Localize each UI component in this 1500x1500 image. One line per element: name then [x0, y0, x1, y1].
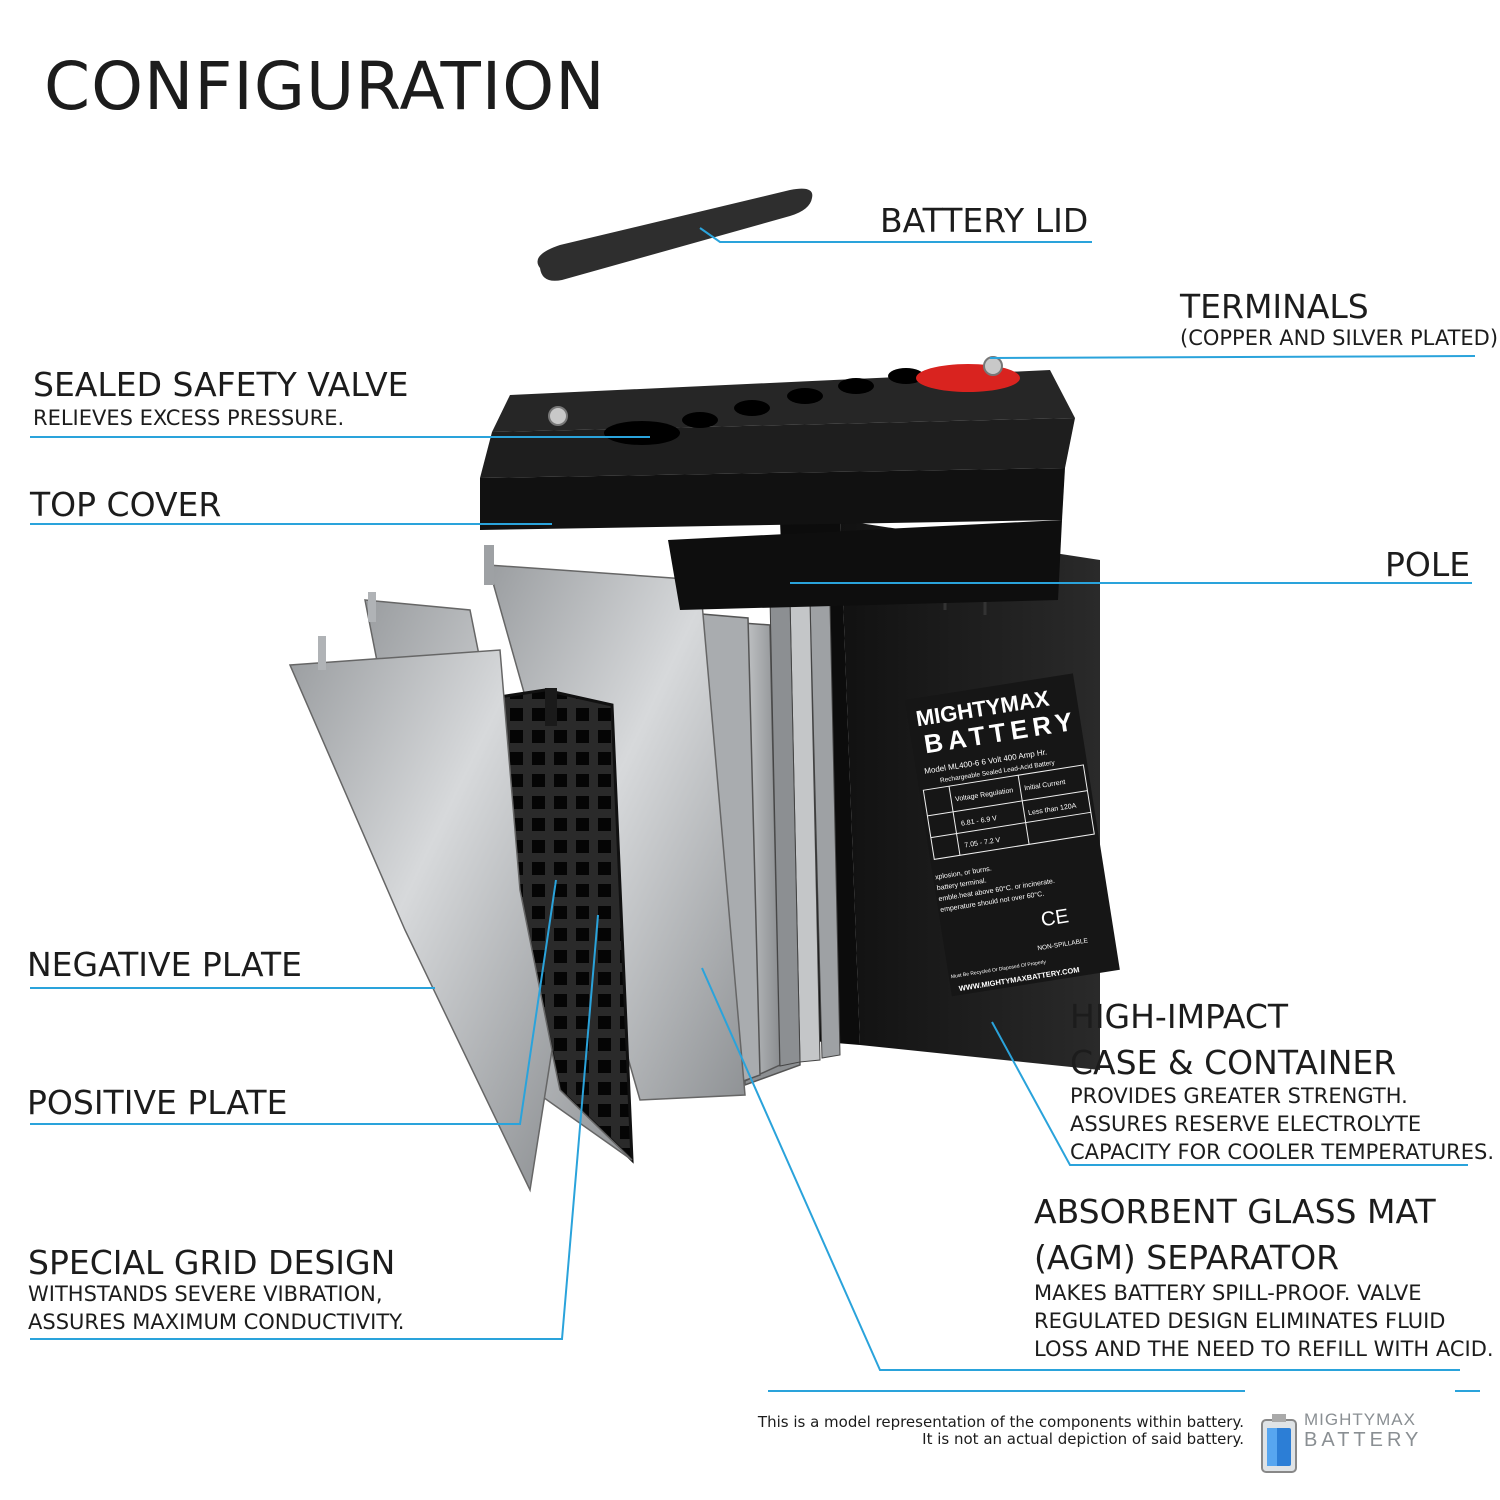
leader-grid-design	[30, 914, 599, 1340]
label-agm-sub-1: MAKES BATTERY SPILL-PROOF. VALVE	[1034, 1281, 1422, 1305]
leader-agm	[701, 967, 1460, 1371]
label-case-2: CASE & CONTAINER	[1070, 1043, 1397, 1082]
label-pole: POLE	[1385, 545, 1471, 584]
label-case-sub-3: CAPACITY FOR COOLER TEMPERATURES.	[1070, 1140, 1495, 1164]
label-agm-sub-2: REGULATED DESIGN ELIMINATES FLUID	[1034, 1309, 1446, 1333]
footer-disclaimer-2: It is not an actual depiction of said ba…	[922, 1430, 1244, 1448]
label-grid-design: SPECIAL GRID DESIGN	[28, 1243, 396, 1282]
top-cover	[480, 356, 1075, 610]
label-case-sub-1: PROVIDES GREATER STRENGTH.	[1070, 1084, 1408, 1108]
footer-logo-text-2: BATTERY	[1304, 1429, 1423, 1451]
footer-logo-text-1: MIGHTYMAX	[1304, 1410, 1416, 1429]
label-agm-2: (AGM) SEPARATOR	[1034, 1238, 1340, 1277]
label-terminals-sub: (COPPER AND SILVER PLATED)	[1180, 326, 1499, 350]
label-top-cover: TOP COVER	[30, 485, 222, 524]
negative-plate	[288, 649, 553, 1193]
label-grid-design-sub-1: WITHSTANDS SEVERE VIBRATION,	[28, 1282, 383, 1306]
label-terminals: TERMINALS	[1180, 287, 1369, 326]
label-case-1: HIGH-IMPACT	[1070, 997, 1289, 1036]
battery-lid	[537, 188, 813, 281]
label-case-sub-2: ASSURES RESERVE ELECTROLYTE	[1070, 1112, 1422, 1136]
leader-terminals	[989, 355, 1476, 359]
footer-logo: MIGHTYMAX BATTERY	[1304, 1410, 1454, 1452]
label-safety-valve: SEALED SAFETY VALVE	[33, 365, 409, 404]
leader-lines	[30, 227, 1480, 1392]
terminal-red-pad	[916, 364, 1020, 392]
label-safety-valve-sub: RELIEVES EXCESS PRESSURE.	[33, 406, 345, 430]
page-title: CONFIGURATION	[44, 48, 606, 125]
leader-positive-plate	[30, 879, 557, 1125]
battery-label: MIGHTYMAX BATTERY Model ML400-6 6 Volt 4…	[905, 673, 1120, 997]
footer-battery-icon	[1261, 1414, 1297, 1473]
leader-case	[991, 1021, 1468, 1166]
label-ce: CE	[1039, 905, 1070, 931]
label-battery-lid: BATTERY LID	[880, 201, 1089, 240]
label-positive-plate: POSITIVE PLATE	[27, 1083, 288, 1122]
terminal-negative	[548, 406, 568, 426]
leader-battery-lid	[699, 227, 1092, 243]
terminal-positive	[983, 356, 1003, 376]
label-negative-plate: NEGATIVE PLATE	[27, 945, 302, 984]
label-agm-1: ABSORBENT GLASS MAT	[1034, 1192, 1436, 1231]
footer-disclaimer-1: This is a model representation of the co…	[757, 1413, 1244, 1431]
safety-valve-vent	[604, 421, 680, 445]
label-agm-sub-3: LOSS AND THE NEED TO REFILL WITH ACID.	[1034, 1337, 1494, 1361]
label-grid-design-sub-2: ASSURES MAXIMUM CONDUCTIVITY.	[28, 1310, 405, 1334]
